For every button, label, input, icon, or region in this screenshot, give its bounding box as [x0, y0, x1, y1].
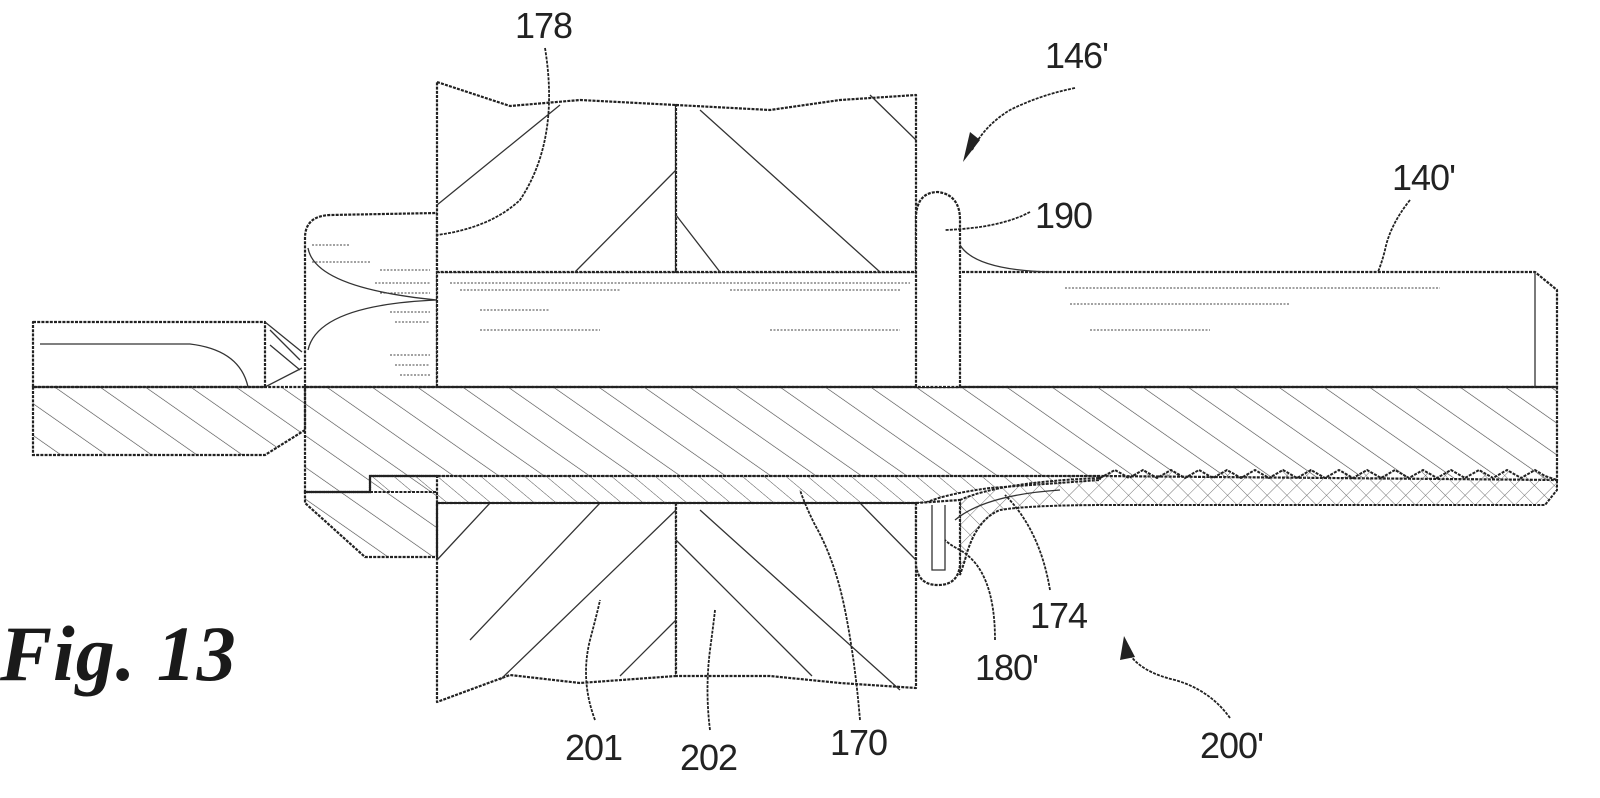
label-140: 140': [1392, 157, 1455, 198]
clamp-upper-hatch: [436, 94, 917, 273]
fin-upper-neck: [959, 244, 1051, 273]
label-178: 178: [515, 5, 572, 46]
leader-170: [799, 489, 861, 721]
arrow-146: [963, 132, 980, 162]
left-stub-curve: [40, 343, 249, 388]
leader-201: [585, 599, 601, 721]
leader-180: [944, 539, 996, 641]
fin-lower-outline: [914, 498, 962, 587]
clamp-lower: [435, 501, 918, 704]
sleeve-section: [369, 475, 1101, 504]
tube-body: [435, 270, 1559, 389]
thread-section-area: [959, 468, 1558, 576]
leader-174: [1004, 494, 1051, 591]
left-collar-shading: [312, 244, 430, 376]
clamp-lower-hatch: [436, 502, 917, 691]
clamp-upper-left: [435, 80, 678, 274]
left-stub-lower: [31, 385, 307, 457]
leader-178: [436, 47, 550, 236]
label-170: 170: [830, 722, 887, 763]
leader-202: [706, 609, 716, 731]
label-200: 200': [1200, 725, 1263, 766]
left-collar-curves: [307, 247, 438, 351]
thread-section: [959, 468, 1558, 576]
tube-shading: [450, 282, 1440, 331]
reference-labels: 178 146' 140' 190 174 180' 200' 201 202 …: [515, 5, 1456, 778]
label-146: 146': [1045, 35, 1108, 76]
sleeve: [369, 475, 1101, 504]
fin-lower: [914, 489, 1061, 587]
label-202: 202: [680, 737, 737, 778]
leader-190: [944, 211, 1031, 231]
clamp-upper-right: [674, 93, 918, 274]
left-collar-outline: [303, 211, 439, 389]
label-180: 180': [975, 647, 1038, 688]
arrow-200: [1120, 636, 1135, 660]
label-190: 190: [1035, 195, 1092, 236]
figure-title: Fig. 13: [0, 610, 237, 697]
leader-146: [971, 87, 1076, 151]
left-collar: [303, 211, 439, 389]
clamp-lower-left: [435, 501, 678, 704]
leader-140: [1377, 199, 1411, 273]
left-stub: [31, 320, 307, 457]
fin-upper-outline: [914, 190, 962, 389]
leaders: [436, 47, 1411, 731]
clamp-upper: [435, 80, 918, 274]
label-201: 201: [565, 727, 622, 768]
label-174: 174: [1030, 595, 1087, 636]
fin-upper: [914, 190, 1051, 389]
fin-lower-neck: [954, 489, 1061, 521]
left-stub-bevel: [264, 321, 303, 388]
left-stub-upper: [31, 320, 267, 389]
fin-lower-slot: [931, 505, 946, 571]
tube-outline: [435, 270, 1559, 389]
leader-200: [1127, 651, 1231, 719]
